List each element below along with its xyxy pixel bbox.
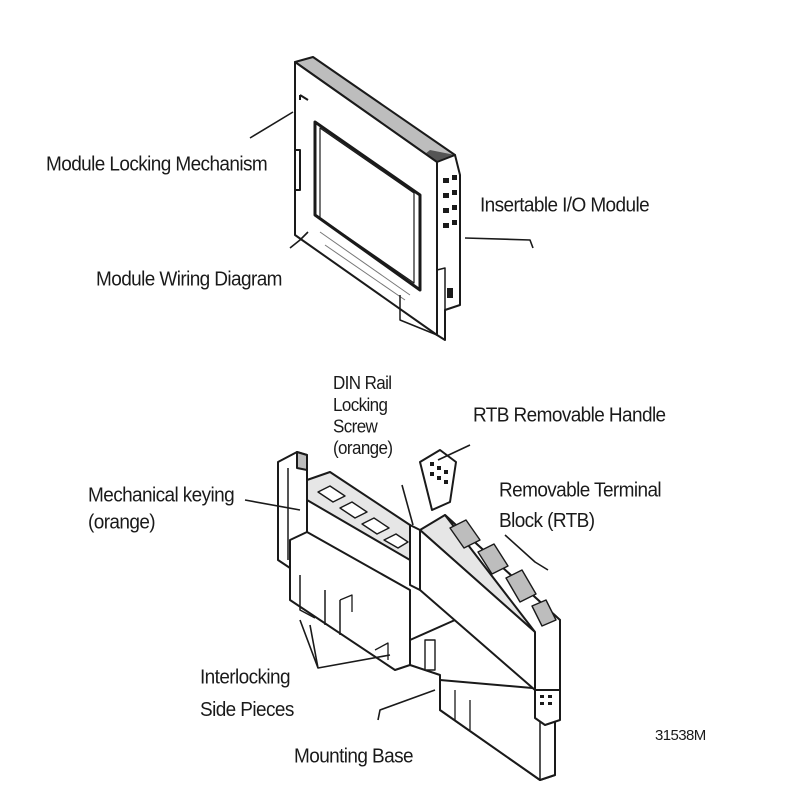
label-mounting-base: Mounting Base (294, 745, 414, 768)
label-rtb-removable-handle: RTB Removable Handle (473, 404, 666, 427)
din-rail-line-1: DIN Rail (333, 373, 392, 394)
leader-lines-bottom (244, 444, 549, 721)
label-insertable-io-module: Insertable I/O Module (480, 194, 650, 217)
label-removable-terminal-block: Removable Terminal Block (RTB) (499, 476, 662, 536)
din-rail-line-2: Locking (333, 394, 388, 416)
leader-lines-top (249, 111, 534, 249)
din-rail-line-3: Screw (333, 416, 378, 437)
rtb-line-1: Removable Terminal (499, 479, 662, 502)
rtb-drawing (409, 449, 561, 726)
label-module-wiring-diagram: Module Wiring Diagram (96, 268, 283, 291)
interlocking-line-1: Interlocking (200, 666, 291, 689)
label-module-locking-mechanism: Module Locking Mechanism (46, 153, 268, 176)
label-mechanical-keying: Mechanical keying (orange) (88, 482, 235, 536)
label-din-rail-locking-screw: DIN Rail Locking Screw (orange) (333, 373, 393, 459)
io-module-drawing (294, 56, 461, 341)
mechanical-keying-line-2: (orange) (88, 511, 156, 534)
rtb-line-2: Block (RTB) (499, 509, 595, 533)
figure-number: 31538M (655, 727, 706, 744)
mounting-base-drawing (277, 451, 556, 781)
interlocking-line-2: Side Pieces (200, 698, 294, 722)
din-rail-line-4: (orange) (333, 437, 393, 459)
label-interlocking-side-pieces: Interlocking Side Pieces (200, 662, 294, 727)
mechanical-keying-line-1: Mechanical keying (88, 484, 235, 507)
